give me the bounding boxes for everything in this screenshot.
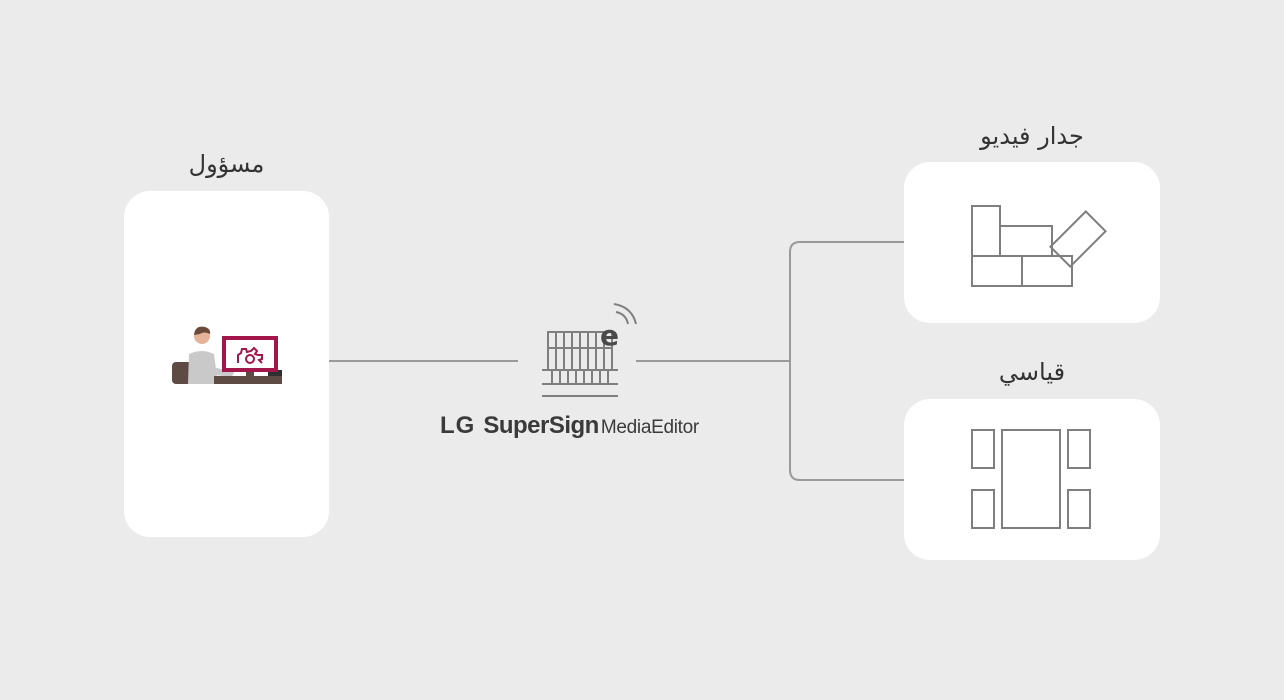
server-wireless-icon: e [542, 303, 637, 397]
brand-supersign: SuperSign [483, 412, 599, 439]
video-wall-label: جدار فيديو [980, 122, 1084, 150]
branch-connector [789, 241, 930, 481]
standard-layout-icon [971, 429, 1091, 529]
standard-label: قياسي [998, 358, 1066, 386]
video-wall-icon [971, 205, 1107, 287]
brand-mediaeditor: MediaEditor [600, 417, 699, 438]
standard-card [904, 399, 1160, 560]
admin-workstation-icon [172, 326, 282, 384]
video-wall-card [904, 162, 1160, 323]
brand-lg: LG [440, 412, 476, 439]
admin-label: مسؤول [188, 150, 265, 178]
server-badge-letter: e [600, 319, 619, 352]
